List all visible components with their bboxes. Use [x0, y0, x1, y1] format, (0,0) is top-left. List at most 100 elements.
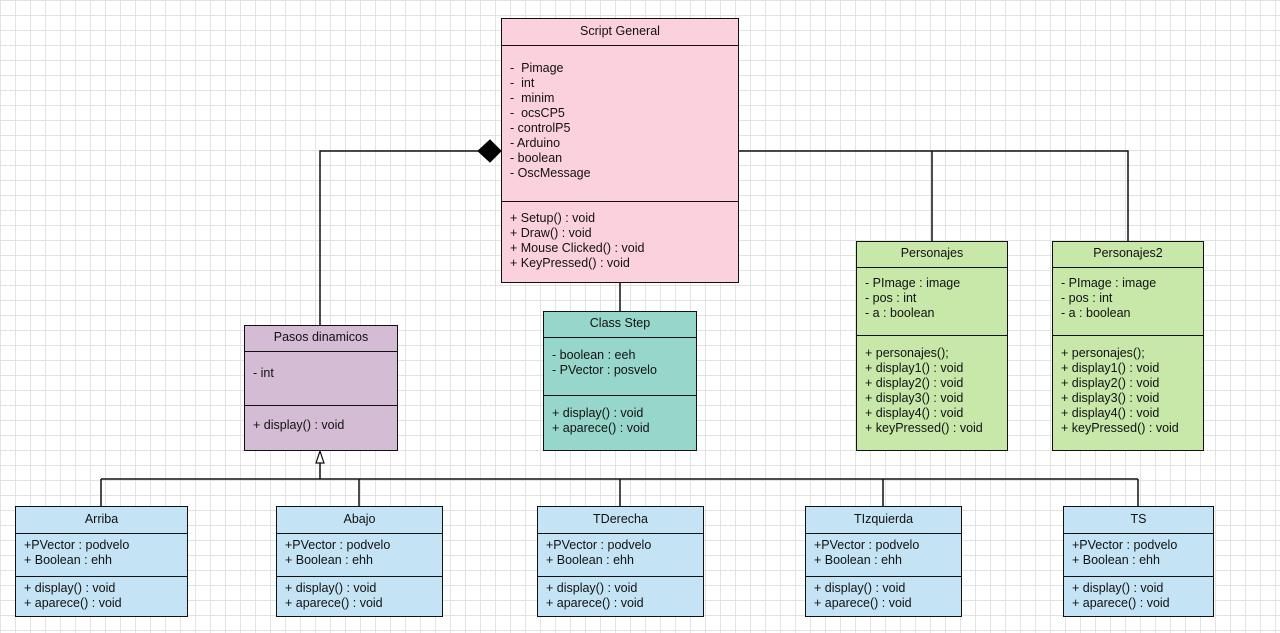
class-name: Pasos dinamicos [245, 326, 397, 352]
method: + personajes(); [1061, 346, 1145, 360]
class-script-general[interactable]: Script General - Pimage - int - minim - … [501, 18, 739, 283]
class-name: TDerecha [538, 507, 703, 534]
attributes-section: +PVector : podvelo + Boolean : ehh [806, 534, 961, 576]
class-tderecha[interactable]: TDerecha +PVector : podvelo + Boolean : … [537, 506, 704, 617]
attributes-section: +PVector : podvelo + Boolean : ehh [277, 534, 442, 576]
class-name: Personajes [857, 242, 1007, 268]
method: + display3() : void [1061, 391, 1160, 405]
methods-section: + display() : void [245, 405, 397, 433]
class-name: Abajo [277, 507, 442, 534]
attributes-section: +PVector : podvelo + Boolean : ehh [1064, 534, 1213, 576]
attributes-section: - PImage : image - pos : int - a : boole… [1053, 268, 1203, 335]
attribute: - PVector : posvelo [552, 363, 657, 377]
class-pasos-dinamicos[interactable]: Pasos dinamicos - int + display() : void [244, 325, 398, 451]
method: + display2() : void [865, 376, 964, 390]
attribute: - a : boolean [1061, 306, 1131, 320]
attribute: - pos : int [1061, 291, 1113, 305]
method: + display() : void [285, 581, 377, 595]
method: + aparece() : void [1072, 596, 1170, 610]
attribute: +PVector : podvelo [24, 538, 130, 552]
methods-section: + display() : void + aparece() : void [806, 576, 961, 611]
method: + display() : void [552, 406, 644, 420]
attribute: + Boolean : ehh [24, 553, 112, 567]
methods-section: + display() : void + aparece() : void [1064, 576, 1213, 611]
attribute: +PVector : podvelo [814, 538, 920, 552]
class-name: Personajes2 [1053, 242, 1203, 268]
method: + display2() : void [1061, 376, 1160, 390]
method: + personajes(); [865, 346, 949, 360]
attribute: +PVector : podvelo [546, 538, 652, 552]
method: + display4() : void [1061, 406, 1160, 420]
class-abajo[interactable]: Abajo +PVector : podvelo + Boolean : ehh… [276, 506, 443, 617]
attribute: - PImage : image [865, 276, 961, 290]
method: + aparece() : void [24, 596, 122, 610]
attribute: - Pimage [510, 61, 564, 75]
attribute: - controlP5 [510, 121, 571, 135]
method: + display() : void [546, 581, 638, 595]
class-name: Arriba [16, 507, 187, 534]
class-tizquierda[interactable]: TIzquierda +PVector : podvelo + Boolean … [805, 506, 962, 617]
attribute: - boolean : eeh [552, 348, 636, 362]
method: + display1() : void [865, 361, 964, 375]
class-personajes[interactable]: Personajes - PImage : image - pos : int … [856, 241, 1008, 451]
method: + display4() : void [865, 406, 964, 420]
class-name: TS [1064, 507, 1213, 534]
association-line-personajes [739, 150, 1129, 241]
attributes-section: +PVector : podvelo + Boolean : ehh [16, 534, 187, 576]
methods-section: + display() : void + aparece() : void [544, 395, 696, 436]
attribute: - ocsCP5 [510, 106, 565, 120]
method: + display() : void [814, 581, 906, 595]
attributes-section: - boolean : eeh - PVector : posvelo [544, 338, 696, 395]
method: + aparece() : void [814, 596, 912, 610]
composition-diamond [477, 139, 502, 163]
method: + aparece() : void [285, 596, 383, 610]
method: + keyPressed() : void [865, 421, 983, 435]
methods-section: + personajes(); + display1() : void + di… [1053, 335, 1203, 436]
attribute: - a : boolean [865, 306, 935, 320]
method: + aparece() : void [546, 596, 644, 610]
class-arriba[interactable]: Arriba +PVector : podvelo + Boolean : eh… [15, 506, 188, 617]
class-ts[interactable]: TS +PVector : podvelo + Boolean : ehh + … [1063, 506, 1214, 617]
composition-line-pasos-dinamicos [319, 150, 478, 325]
class-class-step[interactable]: Class Step - boolean : eeh - PVector : p… [543, 311, 697, 451]
method: + Mouse Clicked() : void [510, 241, 645, 255]
attribute: +PVector : podvelo [1072, 538, 1178, 552]
method: + KeyPressed() : void [510, 256, 630, 270]
attribute: - OscMessage [510, 166, 591, 180]
method: + display1() : void [1061, 361, 1160, 375]
attributes-section: +PVector : podvelo + Boolean : ehh [538, 534, 703, 576]
method: + display() : void [253, 418, 345, 432]
attribute: - int [253, 366, 274, 380]
method: + display3() : void [865, 391, 964, 405]
attribute: - PImage : image [1061, 276, 1157, 290]
attributes-section: - PImage : image - pos : int - a : boole… [857, 268, 1007, 335]
method: + display() : void [1072, 581, 1164, 595]
attributes-section: - int [245, 352, 397, 405]
method: + aparece() : void [552, 421, 650, 435]
class-name: TIzquierda [806, 507, 961, 534]
attributes-section: - Pimage - int - minim - ocsCP5 - contro… [502, 46, 738, 201]
attribute: - boolean [510, 151, 563, 165]
attribute: +PVector : podvelo [285, 538, 391, 552]
method: + Draw() : void [510, 226, 592, 240]
methods-section: + display() : void + aparece() : void [16, 576, 187, 611]
attribute: + Boolean : ehh [814, 553, 902, 567]
method: + display() : void [24, 581, 116, 595]
attribute: - int [510, 76, 535, 90]
method: + Setup() : void [510, 211, 596, 225]
attribute: + Boolean : ehh [285, 553, 373, 567]
attribute: + Boolean : ehh [546, 553, 634, 567]
attribute: - pos : int [865, 291, 917, 305]
class-name: Script General [502, 19, 738, 46]
class-name: Class Step [544, 312, 696, 338]
methods-section: + display() : void + aparece() : void [538, 576, 703, 611]
methods-section: + Setup() : void + Draw() : void + Mouse… [502, 201, 738, 271]
attribute: + Boolean : ehh [1072, 553, 1160, 567]
attribute: - Arduino [510, 136, 561, 150]
generalization-arrowhead [315, 449, 325, 464]
method: + keyPressed() : void [1061, 421, 1179, 435]
attribute: - minim [510, 91, 555, 105]
class-personajes2[interactable]: Personajes2 - PImage : image - pos : int… [1052, 241, 1204, 451]
